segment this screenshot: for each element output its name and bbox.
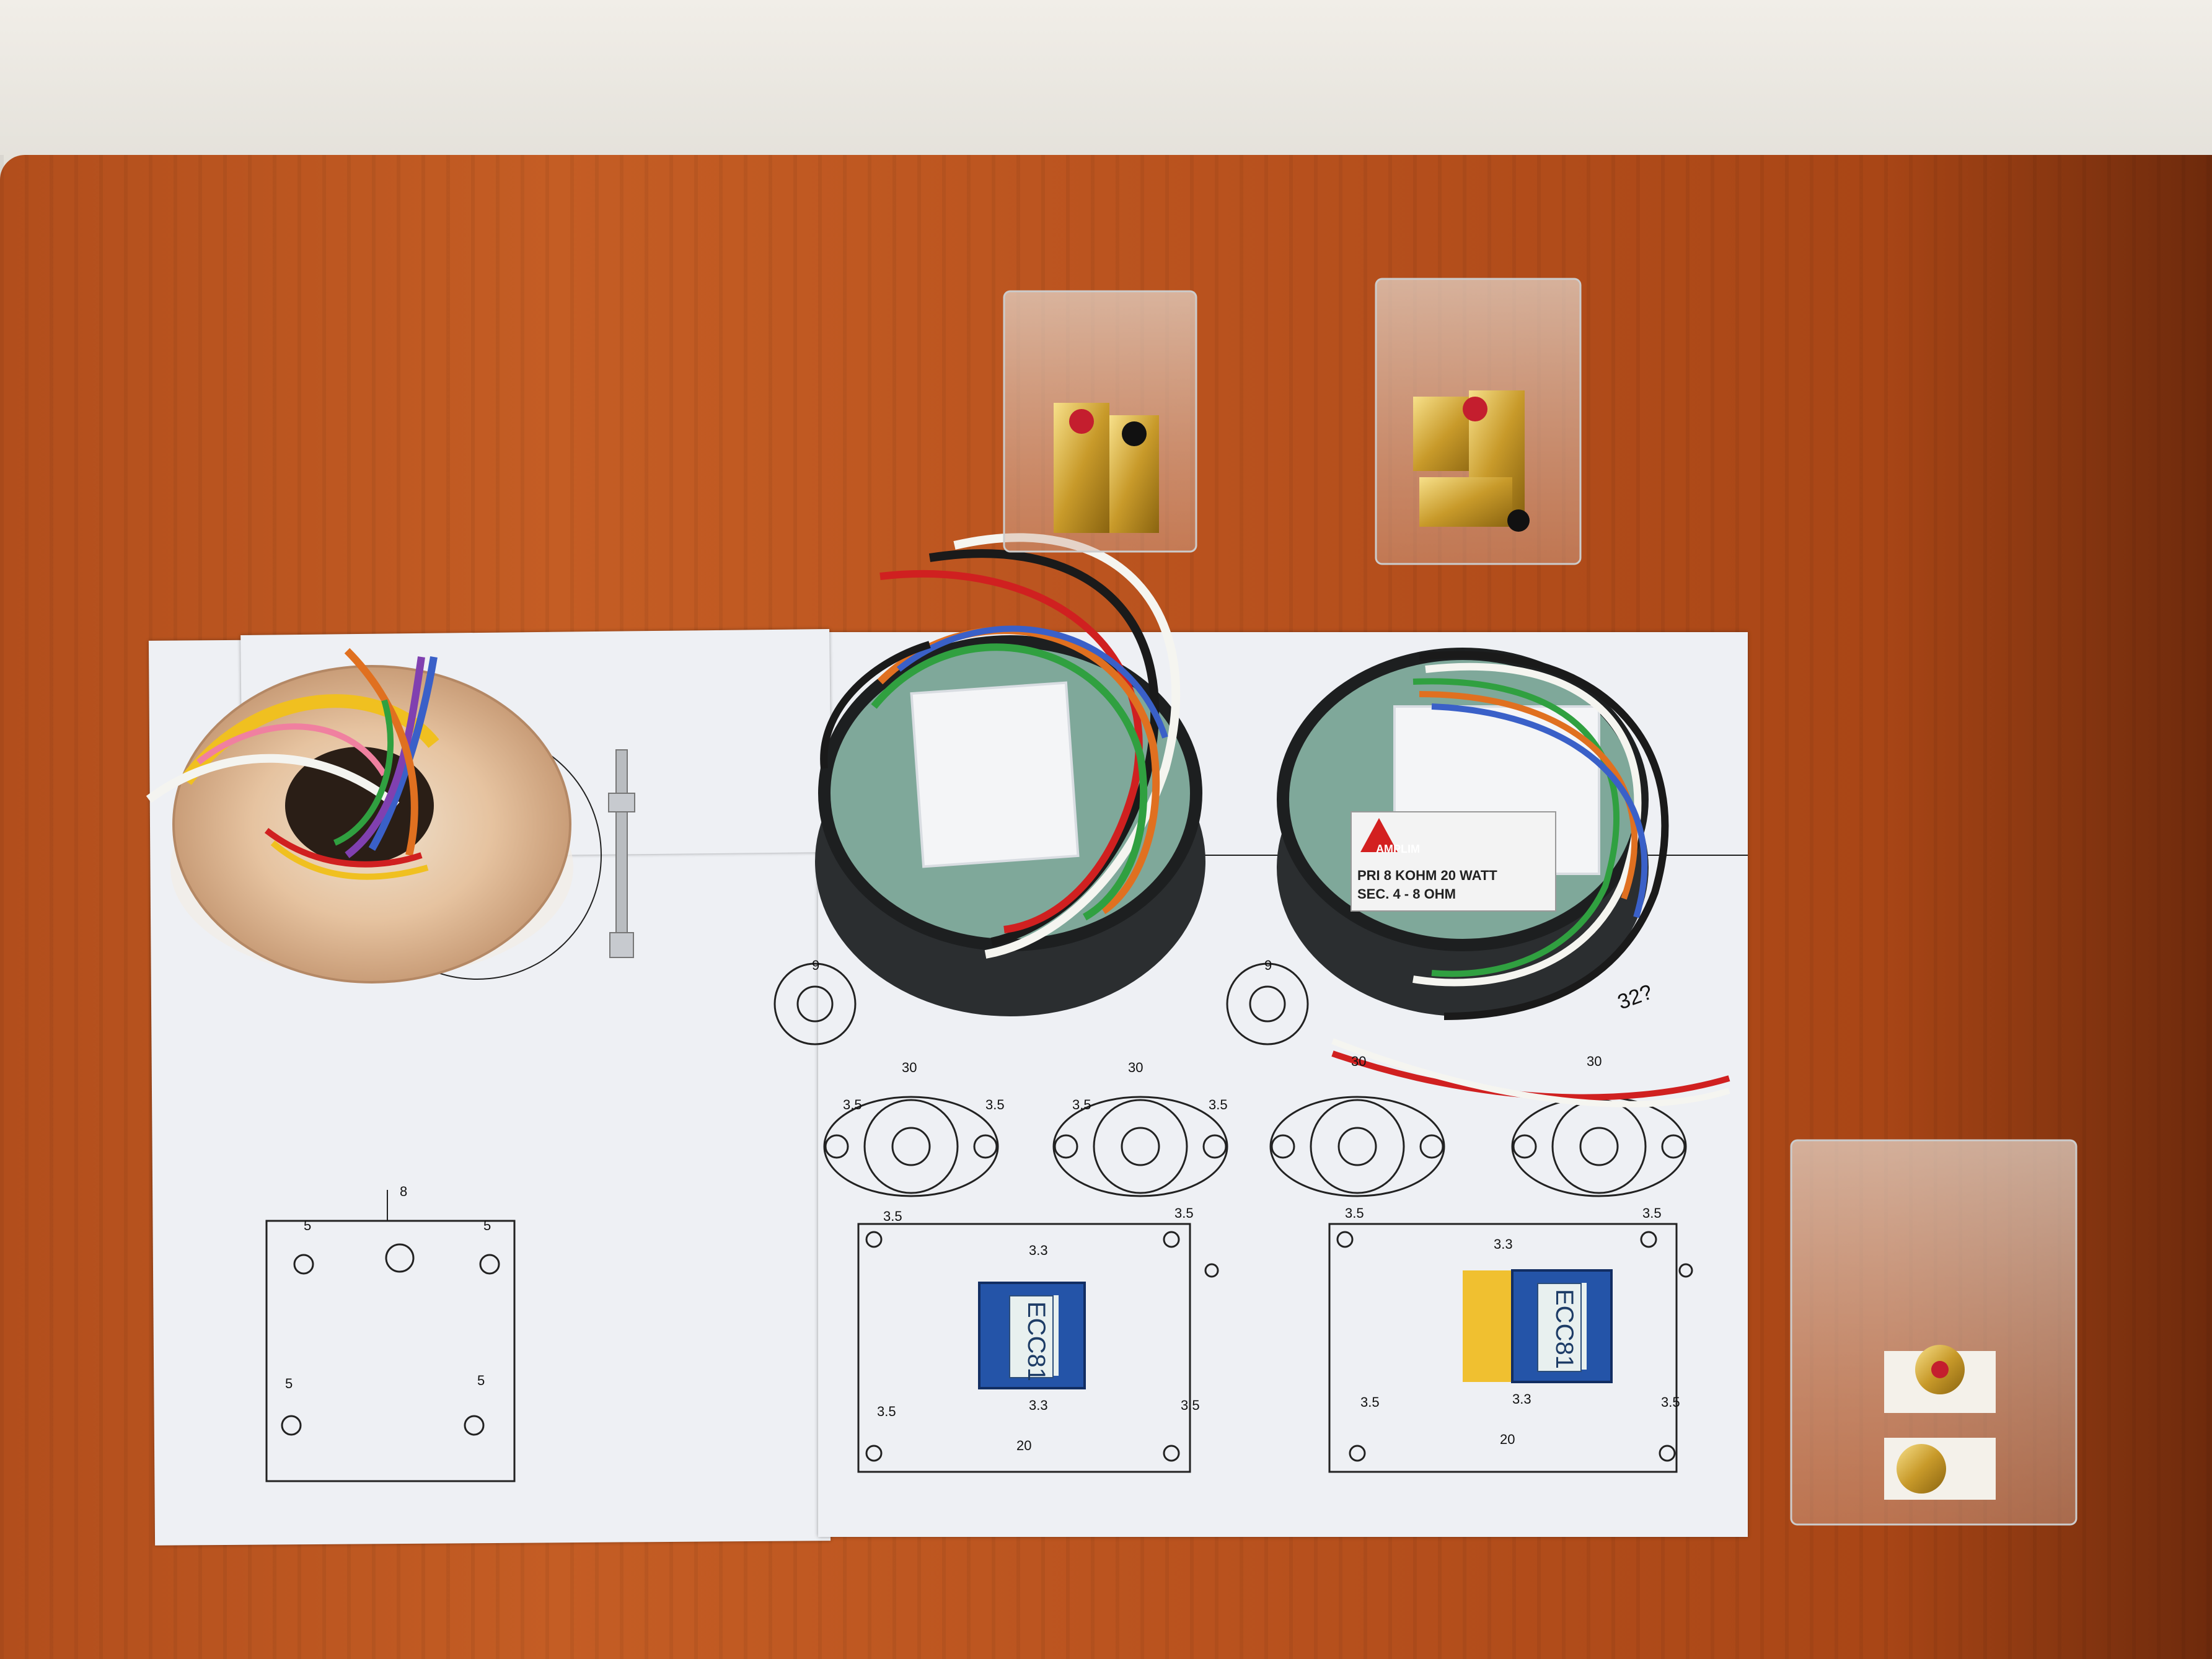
output-transformer-left	[815, 533, 1205, 1016]
dim-3-3-b: 3.3	[1029, 1397, 1048, 1413]
bag-binding-posts-left	[1003, 290, 1197, 553]
dim-9-left: 9	[812, 957, 820, 973]
dim-30-a: 30	[902, 1060, 917, 1075]
dim-3-5-e: 3.5	[883, 1208, 902, 1224]
transformer-spec-line1: PRI 8 KOHM 20 WATT	[1357, 868, 1497, 883]
dim-3-3-c: 3.3	[1494, 1236, 1513, 1252]
dim-30-c: 30	[1351, 1054, 1367, 1069]
dim-3-5-g: 3.5	[1345, 1205, 1364, 1221]
dim-20-a: 20	[1016, 1438, 1032, 1453]
dim-20-b: 20	[1500, 1432, 1515, 1447]
tube-label-left: ECC81	[1009, 1295, 1054, 1381]
dim-3-5-a: 3.5	[843, 1097, 862, 1112]
output-transformer-right	[1277, 648, 1730, 1107]
dim-3-5-b: 3.5	[985, 1097, 1005, 1112]
dim-3-3-d: 3.3	[1512, 1391, 1531, 1407]
dim-3-5-c: 3.5	[1072, 1097, 1091, 1112]
bag-rca-sockets	[1790, 1139, 2078, 1526]
bag-binding-posts-right	[1375, 278, 1582, 565]
dim-3-5-k: 3.5	[1360, 1394, 1380, 1410]
dim-8: 8	[400, 1184, 408, 1199]
dim-30-b: 30	[1128, 1060, 1143, 1075]
dim-5-a: 5	[304, 1218, 312, 1233]
toroidal-transformer	[146, 648, 573, 984]
dim-5-b: 5	[483, 1218, 491, 1233]
dim-3-5-i: 3.5	[877, 1404, 896, 1419]
dim-3-5-d: 3.5	[1209, 1097, 1228, 1112]
transformer-spec-line2: SEC. 4 - 8 OHM	[1357, 886, 1456, 902]
dim-5-d: 5	[477, 1373, 485, 1388]
dim-9-right: 9	[1264, 957, 1272, 973]
dim-3-5-l: 3.5	[1661, 1394, 1680, 1410]
dim-3-5-j: 3.5	[1181, 1397, 1200, 1413]
tube-label-right: ECC81	[1537, 1283, 1582, 1372]
dim-3-5-f: 3.5	[1174, 1205, 1194, 1221]
dim-3-5-h: 3.5	[1642, 1205, 1662, 1221]
dim-5-c: 5	[285, 1376, 293, 1391]
dim-3-3-a: 3.3	[1029, 1243, 1048, 1258]
transformer-brand: AMPLIM	[1376, 843, 1420, 855]
threaded-bolt	[608, 749, 635, 958]
dim-30-d: 30	[1587, 1054, 1602, 1069]
tube-socket-outlines	[823, 1096, 1687, 1197]
